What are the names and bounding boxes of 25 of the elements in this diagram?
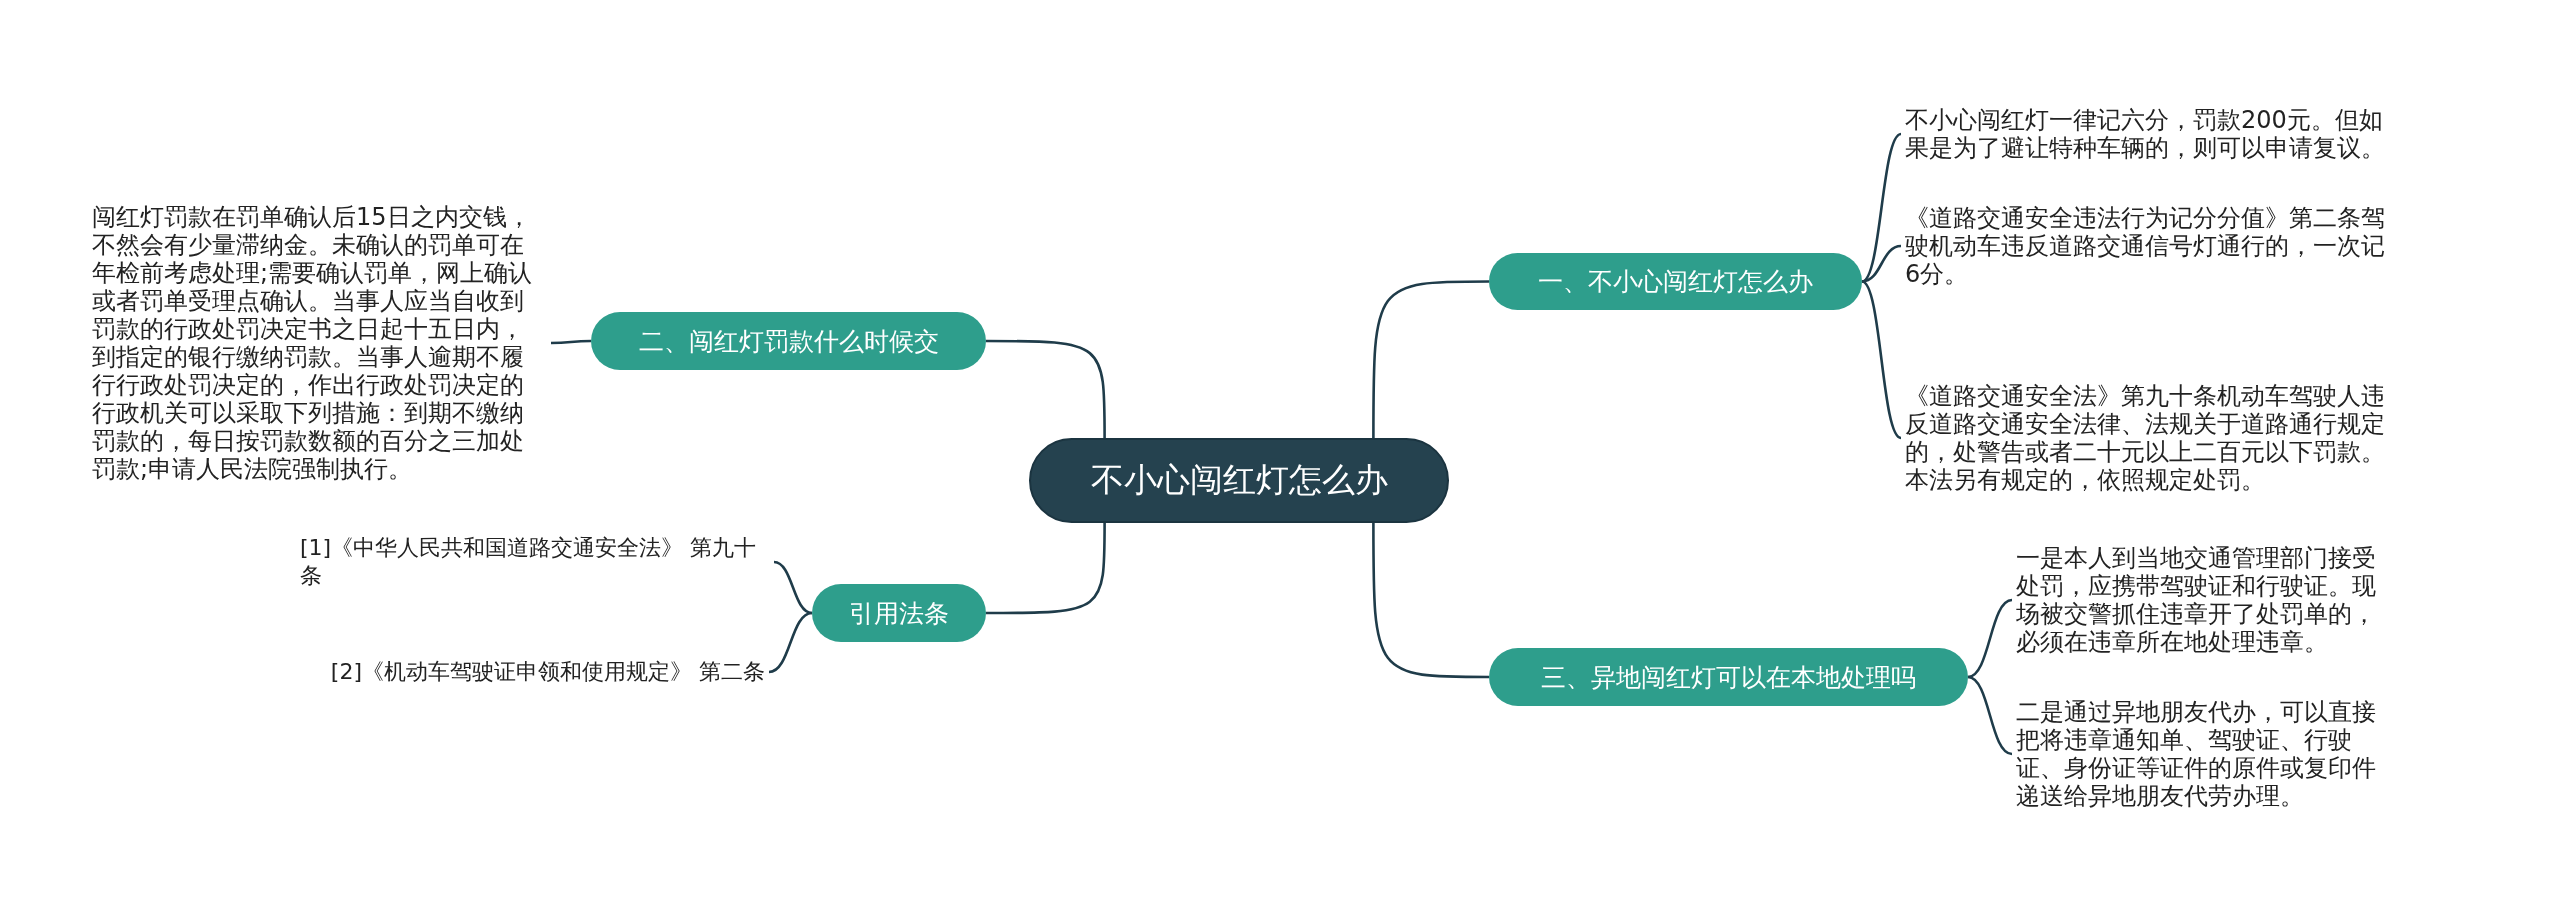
note-text: [2]《机动车驾驶证申领和使用规定》 第二条 — [290, 658, 765, 686]
connector-line — [986, 339, 1106, 438]
connector-line — [1861, 280, 1902, 440]
connector-line — [773, 560, 813, 615]
branch-topic: 二、闯红灯罚款什么时候交 — [591, 312, 986, 370]
connector-line — [1967, 675, 2013, 756]
connector-line — [1861, 132, 1902, 283]
note-text: [1]《中华人民共和国道路交通安全法》 第九十条 — [300, 534, 770, 590]
connector-line — [1967, 598, 2013, 679]
branch-topic: 三、异地闯红灯可以在本地处理吗 — [1489, 648, 1968, 706]
connector-line — [1372, 280, 1489, 438]
connector-line — [551, 339, 591, 345]
connector-line — [986, 523, 1106, 615]
branch-topic: 引用法条 — [812, 584, 986, 642]
connector-line — [1861, 244, 1902, 283]
central-topic: 不小心闯红灯怎么办 — [1029, 438, 1449, 523]
branch-topic: 一、不小心闯红灯怎么办 — [1489, 253, 1862, 310]
connector-line — [768, 611, 813, 674]
note-text: 不小心闯红灯一律记六分，罚款200元。但如果是为了避让特种车辆的，则可以申请复议。 — [1905, 106, 2400, 162]
note-text: 一是本人到当地交通管理部门接受处罚，应携带驾驶证和行驶证。现场被交警抓住违章开了处罚单的，必须在违章所在地处理违章。 — [2016, 544, 2386, 656]
note-text: 《道路交通安全法》第九十条机动车驾驶人违反道路交通安全法律、法规关于道路通行规定的，处警告或者二十元以上二百元以下罚款。本法另有规定的，依照规定处罚。 — [1905, 382, 2400, 494]
note-text: 闯红灯罚款在罚单确认后15日之内交钱，不然会有少量滞纳金。未确认的罚单可在年检前考虑处理;需要确认罚单，网上确认或者罚单受理点确认。当事人应当自收到罚款的行政处罚决定书之日起十五日内，到指定的银行缴纳罚款。当事人逾期不履行行政处罚决定的，作出行政处罚决定的行政机关可以采取下列措施：到期不缴纳罚款的，每日按罚款数额的百分之三加处罚款;申请人民法院强制执行。 — [92, 203, 547, 483]
note-text: 《道路交通安全违法行为记分分值》第二条驾驶机动车违反道路交通信号灯通行的，一次记6分。 — [1905, 204, 2400, 288]
note-text: 二是通过异地朋友代办，可以直接把将违章通知单、驾驶证、行驶证、身份证等证件的原件或复印件递送给异地朋友代劳办理。 — [2016, 698, 2386, 810]
connector-line — [1372, 523, 1489, 679]
